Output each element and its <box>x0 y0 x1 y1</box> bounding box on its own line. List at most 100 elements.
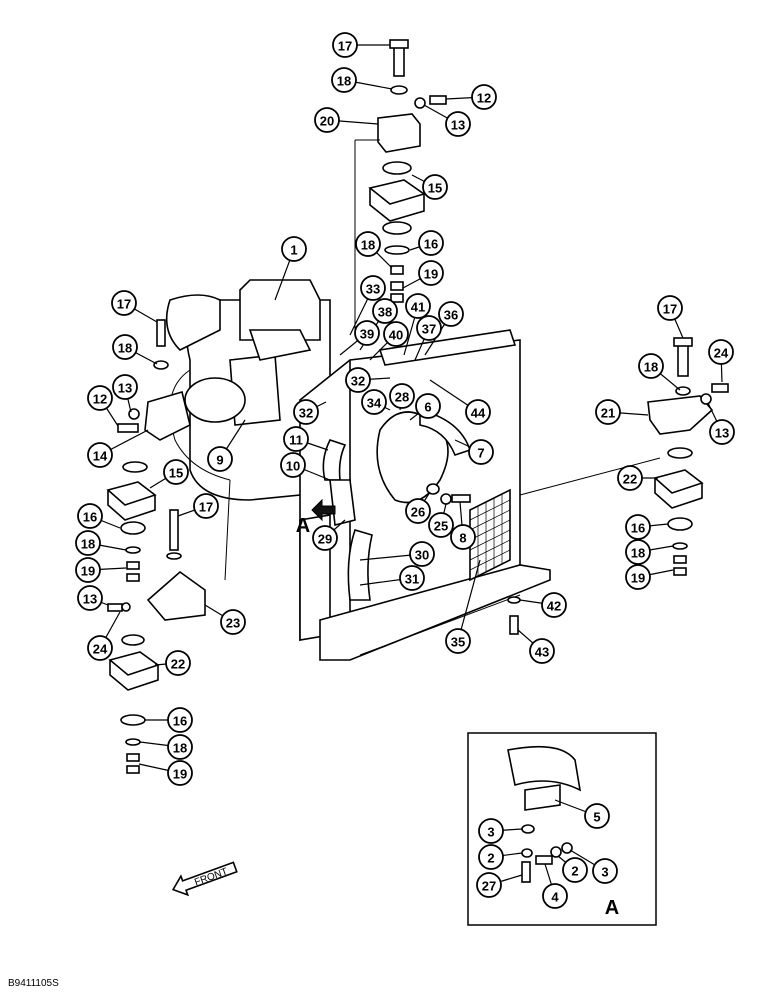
callout-16: 16 <box>418 230 444 256</box>
callout-18: 18 <box>167 734 193 760</box>
bolt-17-top-head <box>389 39 409 49</box>
isolator-22-left-plate <box>108 651 160 691</box>
callout-circle <box>112 334 138 360</box>
callout-number: 22 <box>171 657 185 672</box>
callout-circle <box>438 301 464 327</box>
washer-18-top <box>390 85 408 95</box>
callout-circle <box>405 498 431 524</box>
callout-number: 10 <box>286 459 300 474</box>
callout-26: 26 <box>405 498 431 524</box>
callout-6: 6 <box>415 393 441 419</box>
callout-circle <box>709 419 735 445</box>
callout-18: 18 <box>331 67 357 93</box>
callout-circle <box>75 557 101 583</box>
callout-number: 6 <box>424 400 431 415</box>
callout-circle <box>422 174 448 200</box>
callout-22: 22 <box>617 465 643 491</box>
nut-19-left-b <box>126 573 140 582</box>
inset-washer-2a <box>521 848 533 858</box>
callout-number: 3 <box>487 825 494 840</box>
callout-number: 9 <box>216 453 223 468</box>
nut-19-left-c <box>126 753 140 762</box>
callout-17: 17 <box>332 32 358 58</box>
callout-number: 20 <box>320 114 334 129</box>
callout-40: 40 <box>383 321 409 347</box>
bolt-12-top <box>429 95 447 105</box>
front-direction-indicator: FRONT <box>171 861 238 897</box>
callout-12: 12 <box>87 385 113 411</box>
lower-hose-30 <box>347 529 373 601</box>
callout-circle <box>445 111 471 137</box>
callout-20: 20 <box>314 107 340 133</box>
engine-pulley <box>184 377 246 423</box>
isolator-22-left-upper <box>121 634 145 646</box>
callout-21: 21 <box>595 399 621 425</box>
callout-39: 39 <box>354 320 380 346</box>
right-isolator-stack <box>519 337 729 576</box>
callout-2: 2 <box>478 844 504 870</box>
callout-number: 5 <box>593 810 600 825</box>
callout-number: 25 <box>434 519 448 534</box>
callout-circle <box>541 592 567 618</box>
bracket-20 <box>377 113 421 153</box>
isolator-15-left-upper <box>122 461 148 473</box>
nut-19-right-b <box>673 567 687 576</box>
callout-circle <box>445 628 471 654</box>
washer-18-mid <box>166 552 182 560</box>
callout-circle <box>418 230 444 256</box>
callout-number: 34 <box>367 396 382 411</box>
callout-circle <box>542 883 568 909</box>
bolt-12-left <box>117 423 139 433</box>
radiator-base-frame <box>319 564 551 661</box>
callout-1: 1 <box>281 236 307 262</box>
callout-number: 22 <box>623 472 637 487</box>
callout-circle <box>450 524 476 550</box>
bolt-17-right-head <box>673 337 693 347</box>
callout-number: 30 <box>415 548 429 563</box>
callout-number: 2 <box>487 851 494 866</box>
inset-bolt-27 <box>521 861 531 883</box>
bolt-24-left <box>107 603 123 612</box>
callout-13: 13 <box>445 111 471 137</box>
callout-number: 18 <box>644 360 658 375</box>
bracket-14 <box>144 390 191 441</box>
nut-19-top-a <box>390 281 404 291</box>
bracket-23 <box>146 570 206 621</box>
callout-number: 16 <box>631 521 645 536</box>
fan-shroud-7 <box>419 408 472 456</box>
washer-13-left <box>128 408 140 420</box>
washer-16-left-b <box>120 714 146 726</box>
view-a-arrow: A <box>296 498 336 537</box>
callout-number: 29 <box>318 532 332 547</box>
callout-38: 38 <box>372 298 398 324</box>
callout-number: 18 <box>337 74 351 89</box>
inset-clamp-5 <box>524 784 561 811</box>
callout-circle <box>312 525 338 551</box>
callout-circle <box>478 818 504 844</box>
callout-circle <box>471 84 497 110</box>
callout-number: 4 <box>551 890 559 905</box>
callout-circle <box>389 383 415 409</box>
callout-number: 19 <box>81 564 95 579</box>
isolator-15-lower <box>382 221 412 235</box>
callout-circle <box>345 367 371 393</box>
nut-19-left-d <box>126 765 140 774</box>
washer-16-top <box>384 245 410 255</box>
callout-circle <box>280 452 306 478</box>
air-intake-hose <box>165 294 221 351</box>
nut-19-left-a <box>126 561 140 570</box>
callout-11: 11 <box>283 426 309 452</box>
callout-number: 18 <box>118 341 132 356</box>
callout-number: 38 <box>378 305 392 320</box>
callout-18: 18 <box>355 231 381 257</box>
callout-5: 5 <box>584 803 610 829</box>
callout-14: 14 <box>87 442 113 468</box>
callout-circle <box>416 315 442 341</box>
inset-bolt-4 <box>535 855 553 865</box>
bolt-8 <box>451 494 471 503</box>
callout-16: 16 <box>167 707 193 733</box>
washer-13-top <box>414 97 426 109</box>
washer-42 <box>507 596 521 604</box>
front-arrow-icon <box>171 861 238 897</box>
callout-36: 36 <box>438 301 464 327</box>
